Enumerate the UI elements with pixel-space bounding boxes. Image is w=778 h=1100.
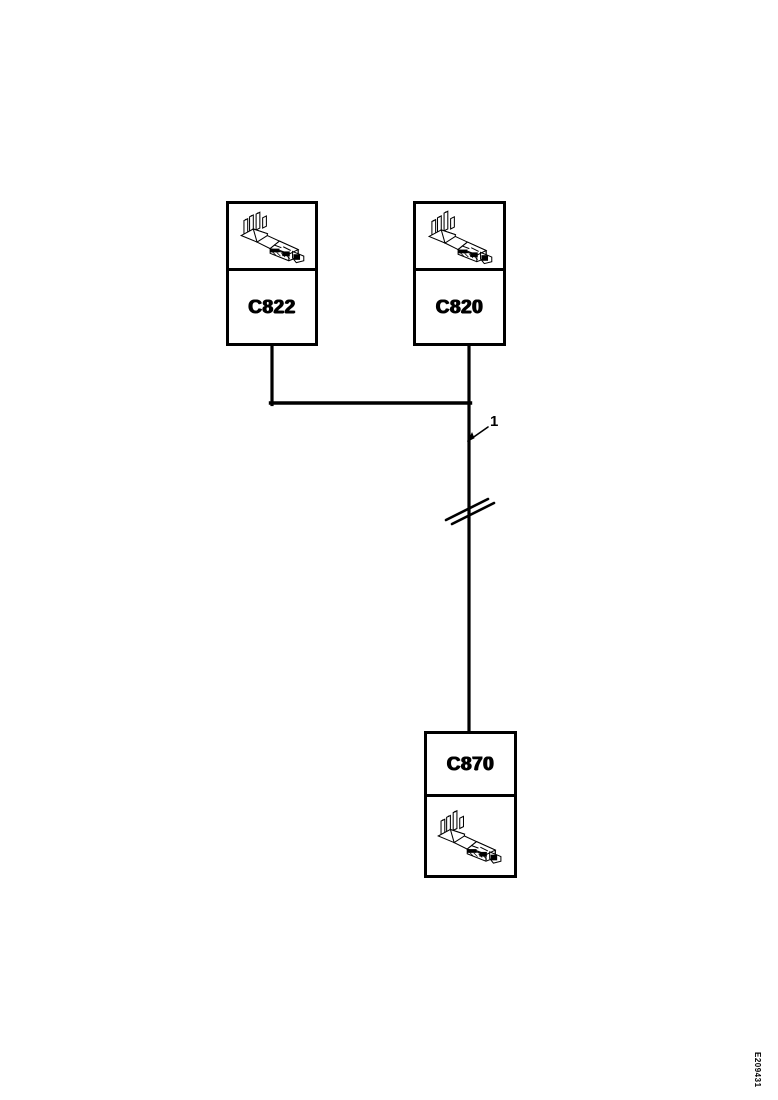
wire-number-label: 1	[490, 413, 499, 430]
connector-terminal-icon	[239, 211, 305, 264]
connector-image-cell	[427, 797, 514, 875]
connector-label-cell: C870	[427, 734, 514, 797]
connector-label-cell: C822	[229, 271, 315, 343]
connector-node-c820[interactable]: C820	[413, 201, 506, 346]
connector-node-c822[interactable]: C822	[226, 201, 318, 346]
wire-break-symbol	[444, 497, 496, 526]
connector-node-c870[interactable]: C870	[424, 731, 517, 878]
connector-terminal-icon	[437, 809, 502, 864]
connector-image-cell	[416, 204, 503, 271]
connector-terminal-icon	[427, 210, 493, 265]
connector-label-c820: C820	[435, 296, 484, 318]
wire-number-leader-arrow	[467, 432, 475, 442]
connector-label-cell: C820	[416, 271, 503, 343]
document-code-watermark: E209431	[753, 1052, 762, 1088]
connector-image-cell	[229, 204, 315, 271]
connector-label-c870: C870	[446, 753, 495, 775]
connector-label-c822: C822	[248, 296, 296, 318]
